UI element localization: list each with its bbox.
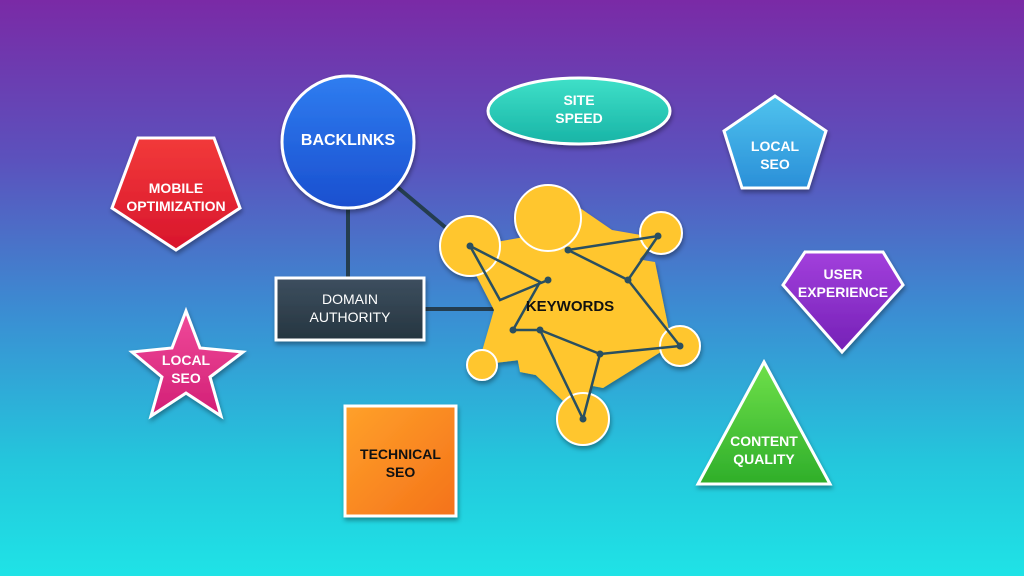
network-dot <box>654 232 662 240</box>
network-dot <box>676 342 684 350</box>
mobile-optimization-node[interactable] <box>110 136 242 252</box>
network-dot <box>536 326 544 334</box>
site-speed-node[interactable] <box>486 76 672 146</box>
keywords-node[interactable] <box>439 184 701 446</box>
network-dot <box>466 242 474 250</box>
local-seo-pentagon-node[interactable] <box>722 94 828 190</box>
content-quality-node[interactable] <box>695 358 833 486</box>
network-line <box>539 328 601 356</box>
network-dot <box>579 415 587 423</box>
backlinks-node[interactable] <box>280 74 416 210</box>
network-line <box>567 248 629 282</box>
keywords-bubble <box>514 184 582 252</box>
domain-authority-node[interactable] <box>274 276 426 342</box>
keywords-bubble <box>639 211 683 255</box>
keywords-network-dots <box>466 232 684 423</box>
user-experience-node[interactable] <box>781 250 905 355</box>
network-dot <box>564 246 572 254</box>
network-dot <box>596 350 604 358</box>
network-dot <box>624 276 632 284</box>
keywords-bubble <box>466 349 498 381</box>
keywords-star-shape <box>462 186 678 420</box>
network-dot <box>544 276 552 284</box>
technical-seo-node[interactable] <box>343 404 458 518</box>
network-dot <box>509 326 517 334</box>
keywords-network <box>468 234 683 423</box>
local-seo-star-node[interactable] <box>128 306 247 420</box>
network-line <box>468 245 549 302</box>
network-line <box>469 234 683 423</box>
